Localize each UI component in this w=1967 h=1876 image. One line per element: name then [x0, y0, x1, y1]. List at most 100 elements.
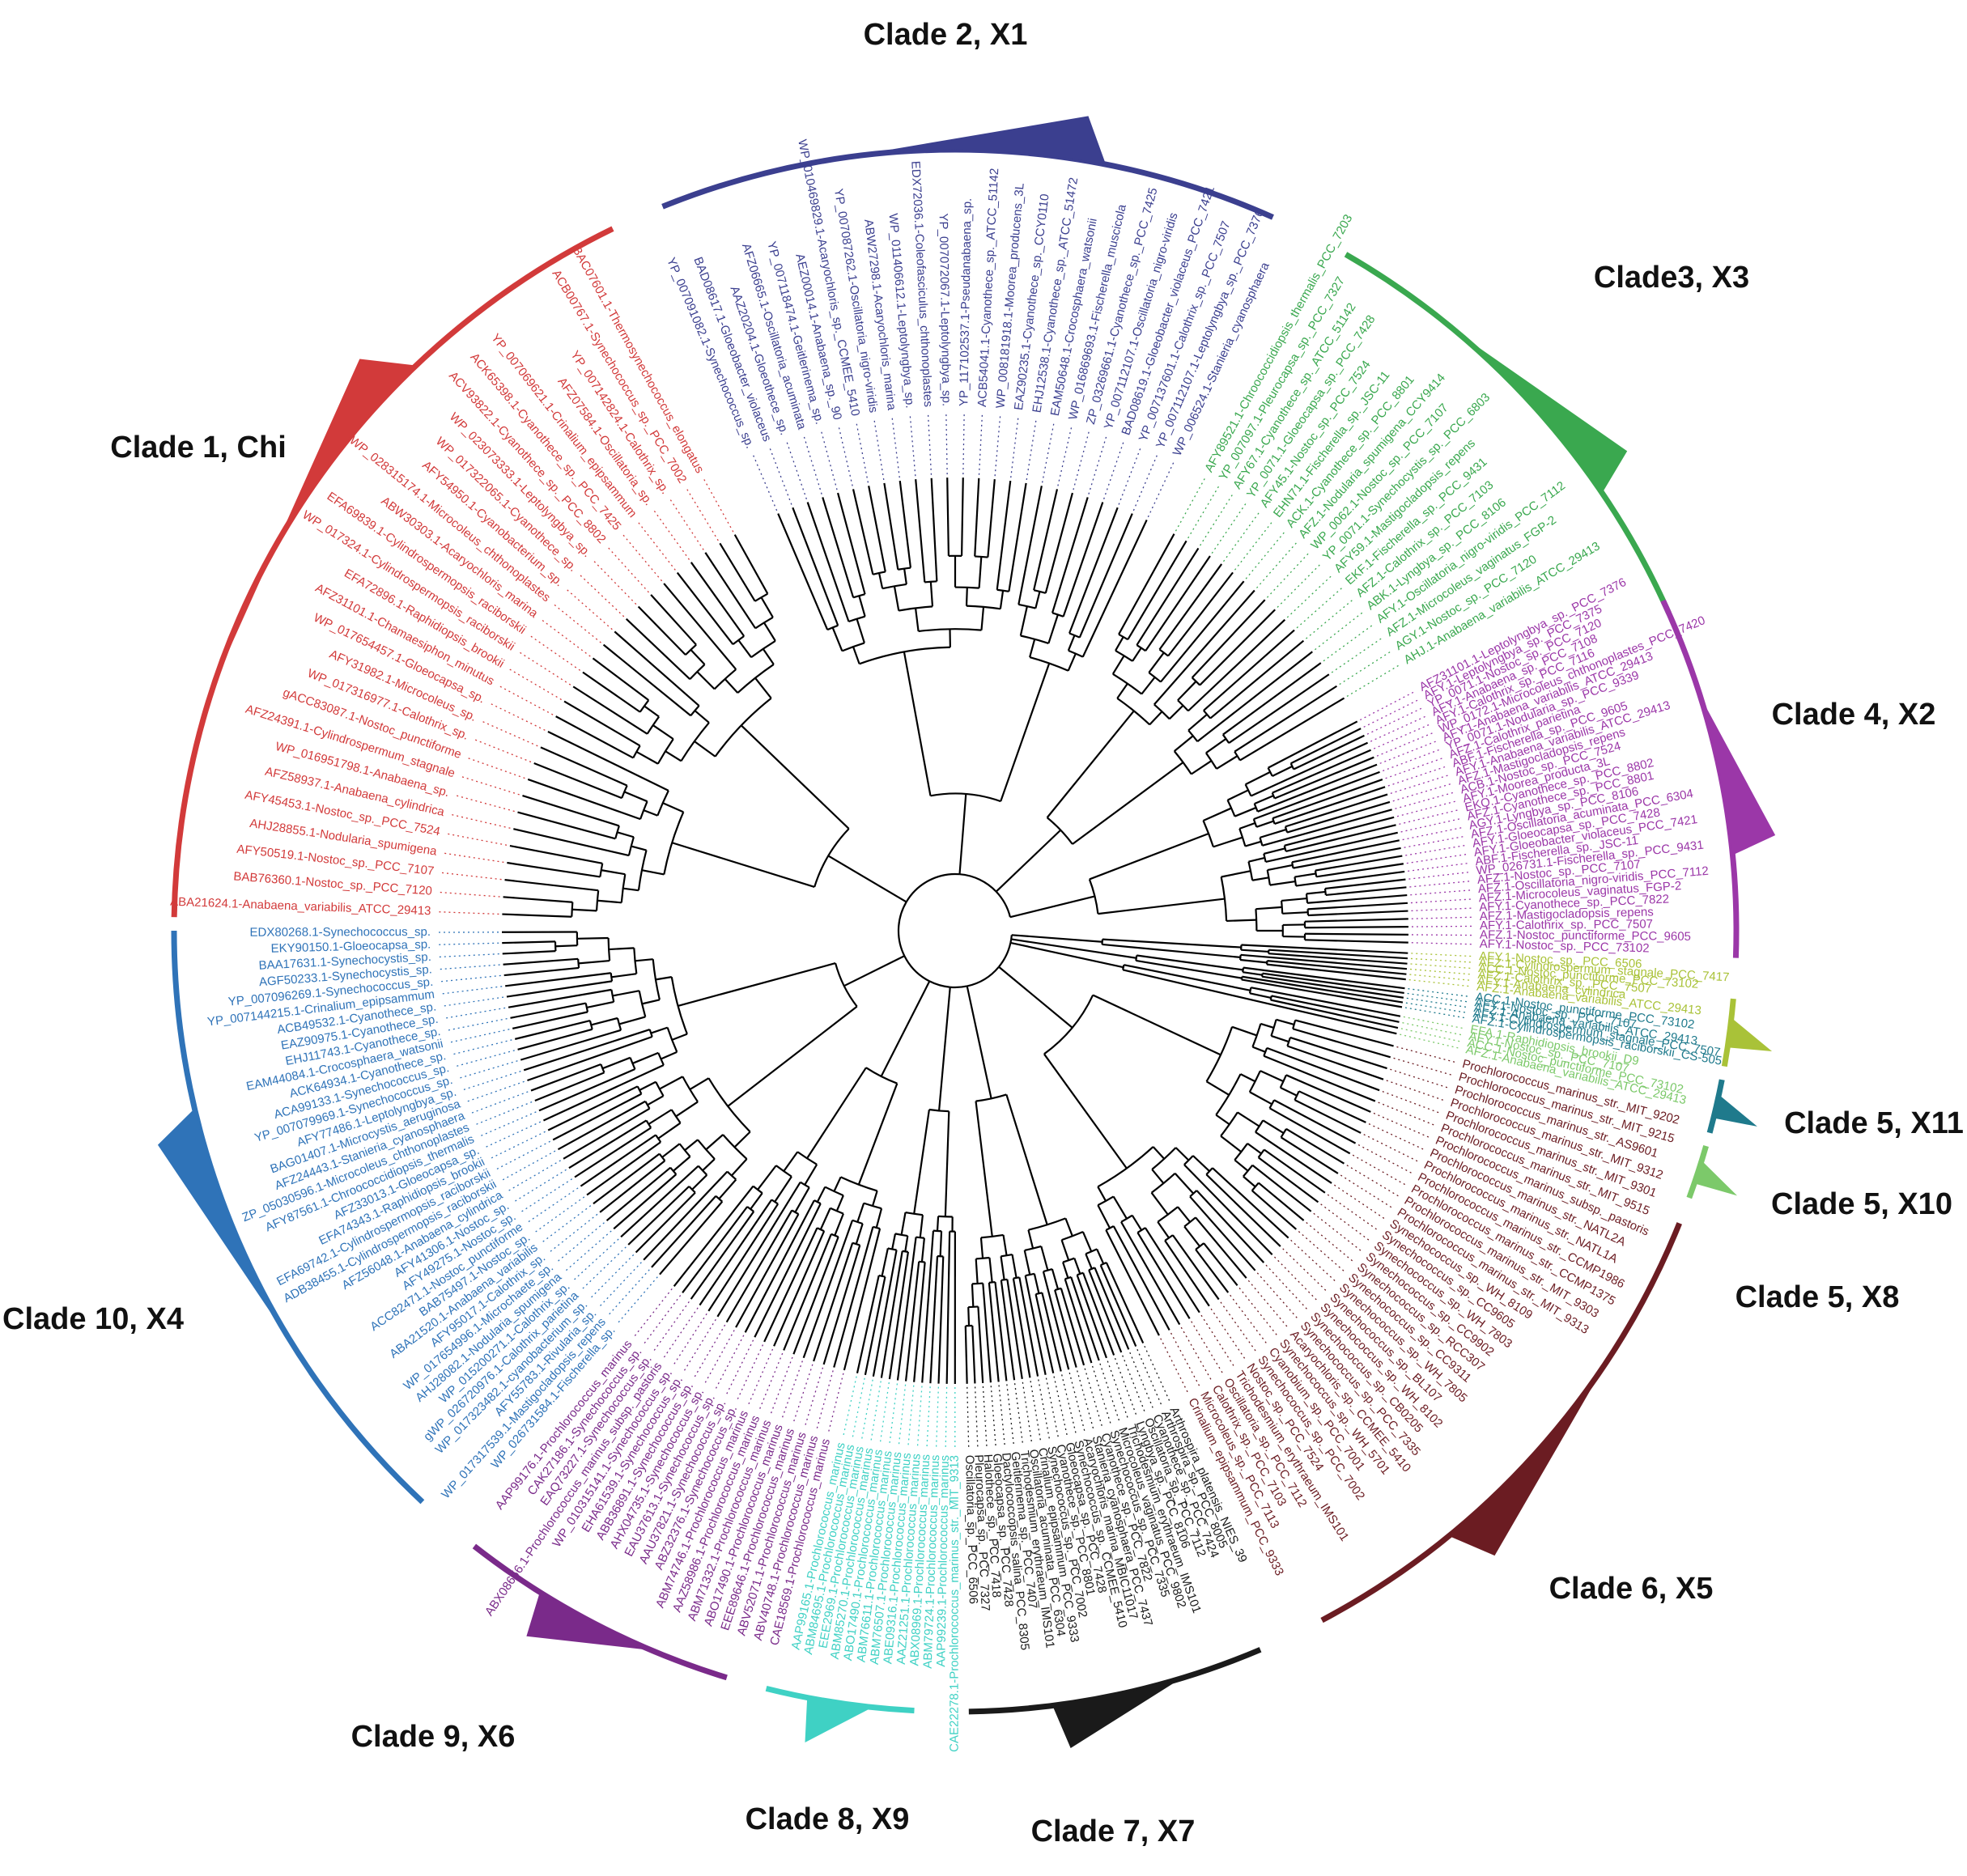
clade-arcs: [157, 116, 1776, 1748]
tree-branch: [632, 745, 641, 758]
tree-branch: [639, 1080, 656, 1091]
tree-branch: [1196, 1190, 1265, 1263]
tree-branch: [1234, 1143, 1248, 1161]
leaf-connector: [1296, 586, 1344, 629]
tree-branch: [670, 976, 688, 1035]
tree-branch: [1263, 847, 1285, 855]
tree-branch: [533, 762, 622, 800]
leaf-connector: [438, 891, 500, 898]
leaf-connector: [1390, 774, 1450, 795]
tree-branch: [1191, 760, 1213, 775]
tree-branch: [1152, 1146, 1166, 1160]
tree-branch: [822, 497, 855, 598]
tree-branch: [1294, 876, 1298, 886]
leaf-connector: [990, 1386, 996, 1448]
tree-branch: [1017, 486, 1043, 605]
tree-branch: [690, 649, 706, 665]
leaf-connector: [889, 1383, 899, 1445]
tree-branch: [540, 746, 628, 787]
tree-branch: [641, 869, 665, 876]
tree-branch: [571, 908, 597, 912]
tree-branch: [843, 955, 905, 987]
tree-branch: [1040, 1246, 1049, 1271]
tree-branch: [1151, 1147, 1177, 1170]
tree-branch: [1033, 1273, 1040, 1294]
tree-branch: [691, 1174, 708, 1191]
tree-branch: [1294, 1090, 1300, 1101]
tree-branch: [563, 700, 641, 747]
tree-branch: [1273, 1099, 1357, 1144]
tree-branch: [631, 845, 647, 851]
leaf-connector: [1411, 916, 1473, 919]
tree-branch: [775, 1165, 792, 1178]
tree-branch: [639, 699, 650, 713]
tree-branch: [1215, 1114, 1230, 1126]
tree-branch: [919, 1215, 924, 1238]
leaf-connector: [682, 1318, 716, 1373]
tree-branch: [1306, 890, 1326, 895]
tree-branch: [1290, 728, 1362, 765]
tree-branch: [552, 1093, 642, 1141]
tree-branch: [930, 792, 1001, 803]
leaf-connector: [479, 1111, 537, 1137]
tree-branch: [1261, 975, 1404, 999]
tree-branch: [1262, 1119, 1285, 1135]
tree-branch: [508, 988, 612, 1008]
tree-branch: [872, 1250, 898, 1377]
tree-branch: [1251, 1190, 1298, 1230]
tree-branch: [1046, 817, 1073, 845]
tree-branch: [804, 1164, 818, 1186]
tree-branch: [783, 1151, 799, 1172]
tree-branch: [1005, 1094, 1048, 1225]
leaf-connector: [444, 1007, 506, 1019]
leaf-connector: [1256, 1272, 1299, 1320]
tree-branch: [503, 966, 580, 977]
leaf-connector: [1122, 1355, 1146, 1413]
tree-branch: [1271, 792, 1276, 799]
tree-branch: [855, 1223, 864, 1245]
tree-branch: [1231, 1025, 1258, 1037]
tree-branch: [1118, 533, 1175, 635]
tree-branch: [1011, 1254, 1017, 1279]
tree-branch: [878, 1274, 886, 1278]
leaf-connector: [606, 546, 649, 593]
tree-branch: [611, 973, 637, 978]
tree-branch: [1255, 820, 1274, 828]
leaf-connector: [443, 852, 504, 864]
tree-branch: [527, 1035, 653, 1082]
tree-branch: [503, 957, 579, 966]
leaf-connector: [1392, 783, 1452, 802]
leaf-connector: [994, 414, 1001, 477]
tree-branch: [1034, 591, 1041, 609]
tree-branch: [655, 1081, 665, 1097]
tree-branch: [880, 980, 931, 1077]
tree-branch: [999, 590, 1005, 609]
tree-branch: [1259, 837, 1264, 847]
tree-branch: [688, 1186, 696, 1194]
tree-branch: [621, 785, 628, 799]
tree-branch: [958, 793, 967, 875]
leaf-connector: [1320, 1203, 1370, 1241]
tree-branch: [629, 1057, 636, 1070]
tree-branch: [671, 1033, 688, 1041]
tree-branch: [1046, 710, 1135, 818]
tree-branch: [622, 887, 639, 892]
tree-branch: [929, 581, 934, 607]
tree-branch: [856, 1203, 865, 1223]
tree-branch: [1009, 895, 1095, 919]
tree-branch: [670, 1109, 682, 1124]
tree-branch: [652, 959, 661, 1000]
tree-branch: [1171, 1234, 1220, 1301]
tree-branch: [1269, 880, 1296, 886]
leaf-connector: [1408, 871, 1470, 880]
tree-branch: [625, 618, 691, 680]
tree-branch: [1260, 828, 1287, 838]
tree-branch: [661, 1143, 681, 1158]
tree-branch: [1315, 855, 1403, 872]
clade-arc: [1344, 252, 1672, 614]
tree-branch: [610, 989, 615, 1003]
tree-branch: [504, 879, 599, 892]
leaf-connector: [579, 574, 625, 618]
leaf-label: YP_007072067.1-Leptolyngbya_sp.: [937, 213, 954, 406]
clade-wedge: [831, 116, 1107, 165]
